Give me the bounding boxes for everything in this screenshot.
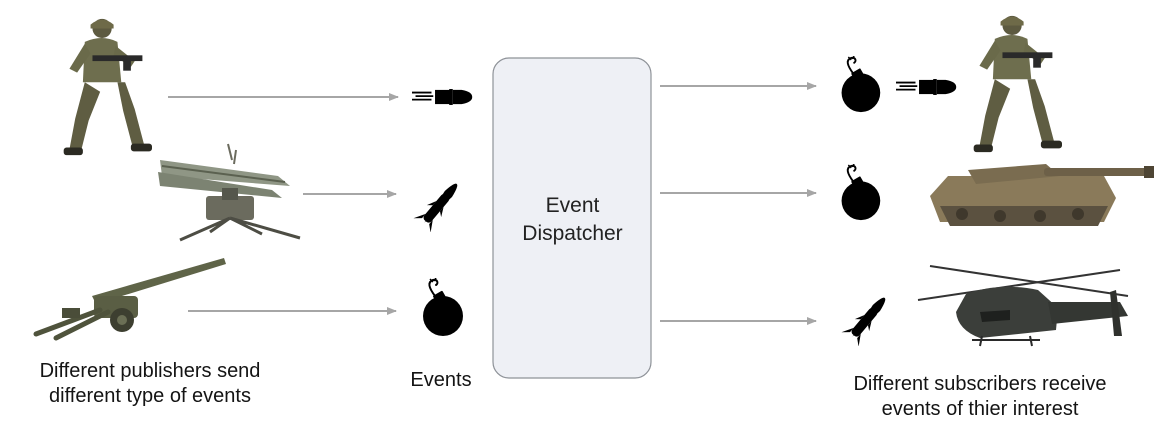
- subscribers-caption-line2: events of thier interest: [881, 398, 1079, 420]
- bullet-icon: [412, 88, 474, 106]
- dispatcher-label-line2: Dispatcher: [522, 222, 623, 245]
- events-caption-text: Events: [410, 369, 472, 391]
- subscribers-caption-line1: Different subscribers receive: [853, 373, 1107, 395]
- helicopter-icon: [917, 265, 1129, 347]
- soldier-publisher-icon: [63, 18, 152, 156]
- bomb-icon: [840, 56, 882, 114]
- publishers-caption: Different publishers send different type…: [0, 359, 300, 409]
- bomb-icon: [421, 278, 465, 338]
- tank-icon: [930, 164, 1154, 226]
- missile-icon: [841, 290, 894, 346]
- subscribers-caption: Different subscribers receive events of …: [808, 372, 1152, 422]
- dispatcher-label-line1: Event: [545, 194, 600, 217]
- missile-launcher-icon: [158, 143, 301, 242]
- missile-icon: [413, 176, 466, 232]
- bomb-icon: [840, 164, 882, 222]
- bullet-icon: [896, 78, 958, 96]
- events-caption: Events: [390, 368, 492, 393]
- dispatcher-box: [492, 57, 652, 379]
- artillery-cannon-icon: [33, 258, 226, 341]
- soldier-subscriber-icon: [973, 15, 1062, 153]
- publishers-caption-line2: different type of events: [49, 385, 251, 407]
- dispatcher-label: Event Dispatcher: [494, 192, 651, 248]
- publishers-caption-line1: Different publishers send: [39, 360, 261, 382]
